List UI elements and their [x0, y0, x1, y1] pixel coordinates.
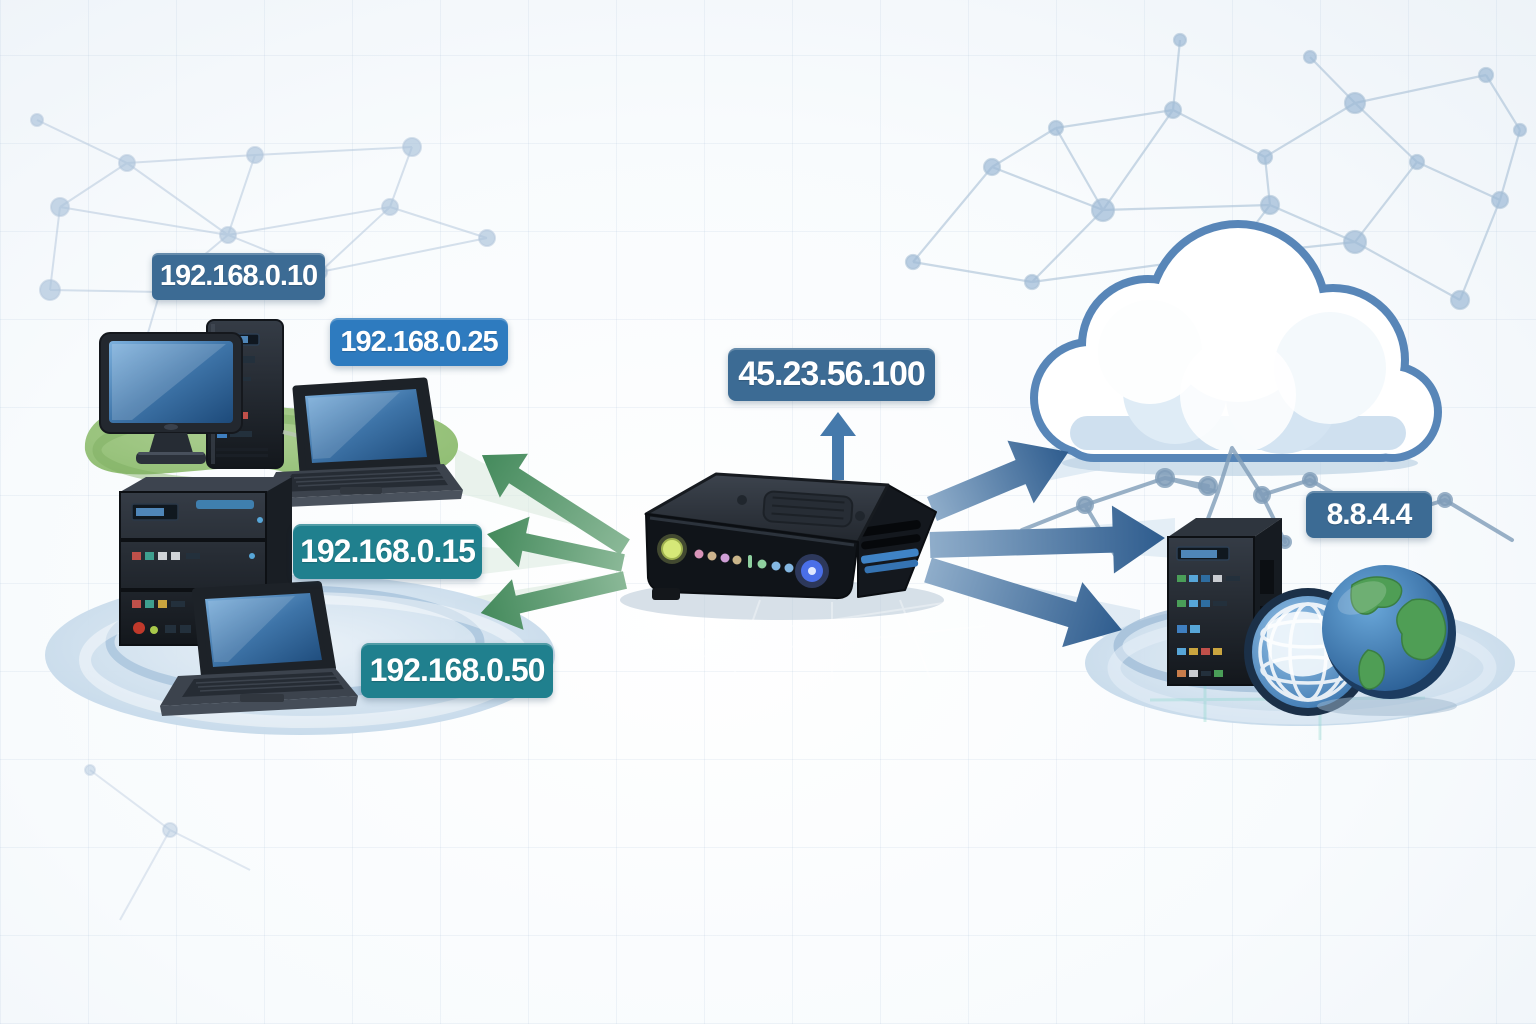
laptop-bottom-icon: [160, 581, 358, 716]
public-ip-arrow: [820, 412, 856, 480]
laptop-top-icon: [262, 377, 463, 508]
ip-badge-desktop: 192.168.0.10: [152, 253, 325, 300]
cloud-icon: [1030, 220, 1442, 476]
arrows-to-lan: [480, 453, 630, 630]
ip-badge-router-public: 45.23.56.100: [728, 348, 935, 401]
arrows-to-wan: [924, 440, 1165, 648]
earth-globe-icon: [1317, 565, 1457, 716]
ip-badge-laptop-top: 192.168.0.25: [330, 318, 508, 366]
ip-badge-dns: 8.8.4.4: [1306, 491, 1432, 538]
network-mesh-top-right: [904, 32, 1528, 311]
ip-badge-laptop-bottom: 192.168.0.50: [361, 643, 553, 698]
router-icon: [620, 472, 986, 682]
ip-badge-lan-server: 192.168.0.15: [293, 524, 482, 579]
network-mesh-bottom-left: [84, 764, 251, 921]
desktop-computer-icon: [99, 319, 335, 478]
